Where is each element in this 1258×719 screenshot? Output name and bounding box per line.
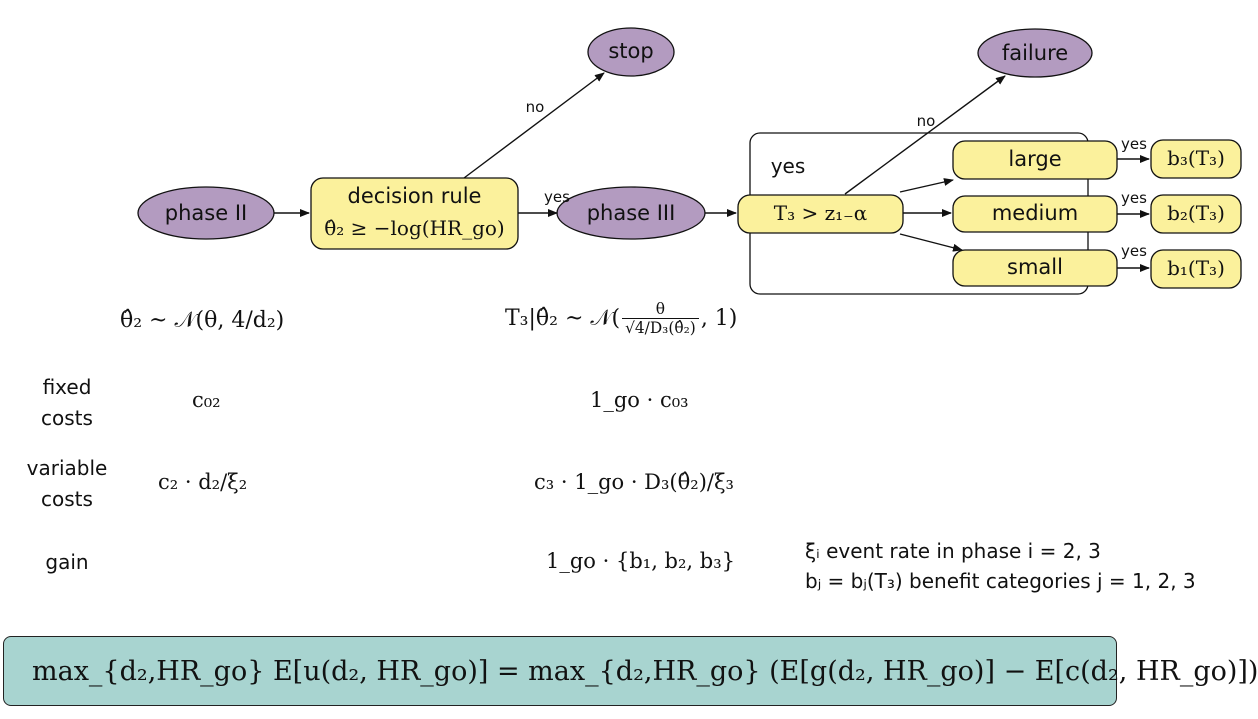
small-label: small [1007, 255, 1063, 279]
edge-label-no-failure: no [916, 112, 936, 130]
b2-label: b₂(T₃) [1167, 201, 1225, 225]
b3-node [1150, 139, 1242, 179]
note-event-rate: ξᵢ event rate in phase i = 2, 3 [805, 539, 1101, 563]
phase3-distribution: T₃|θ̂₂ ~ 𝒩( θ √4/D₃(θ̂₂) , 1) [505, 300, 737, 337]
edge-label-yes-box: yes [770, 154, 806, 178]
phase3-dist-num: θ [622, 300, 699, 319]
variable-costs-phase3: c₃ · 1_go · D₃(θ̂₂)/ξ₃ [534, 470, 734, 494]
large-label: large [1008, 147, 1062, 171]
edge-test-small [899, 233, 963, 252]
variable-costs-phase2: c₂ · d₂/ξ₂ [158, 470, 248, 494]
stop-label: stop [608, 39, 654, 63]
phase2-label: phase II [164, 201, 248, 225]
edge-label-yes-phase3: yes [544, 188, 570, 206]
decision-rule-line1: decision rule [347, 184, 482, 208]
note-benefit-categories: bⱼ = bⱼ(T₃) benefit categories j = 1, 2,… [805, 569, 1196, 593]
phase3-dist-den: √4/D₃(θ̂₂) [625, 319, 696, 337]
failure-label: failure [1001, 41, 1069, 65]
row-label-gain: gain [45, 550, 89, 574]
phase3-label: phase III [586, 201, 676, 225]
edge-test-failure [844, 75, 1006, 195]
phase3-dist-fraction: θ √4/D₃(θ̂₂) [622, 300, 699, 337]
decision-rule-line2: θ̂₂ ≥ −log(HR_go) [324, 216, 505, 240]
large-node [952, 140, 1118, 180]
edge-label-no-stop: no [525, 98, 545, 116]
edge-label-yes-large: yes [1121, 135, 1147, 153]
b2-node [1150, 194, 1242, 234]
edge-decision-stop [463, 72, 605, 179]
row-label-fixed-costs: fixed costs [41, 375, 93, 430]
medium-label: medium [991, 201, 1079, 225]
objective-formula-box: max_{d₂,HR_go} E[u(d₂, HR_go)] = max_{d₂… [3, 636, 1258, 706]
fixed-costs-phase2: c₀₂ [192, 388, 221, 412]
b1-label: b₁(T₃) [1167, 256, 1225, 280]
phase2-distribution: θ̂₂ ~ 𝒩(θ, 4/d₂) [120, 308, 285, 333]
objective-formula: max_{d₂,HR_go} E[u(d₂, HR_go)] = max_{d₂… [32, 655, 1258, 687]
phase3-dist-rhs: , 1) [700, 306, 738, 331]
gain-phase3: 1_go · {b₁, b₂, b₃} [546, 549, 735, 573]
edge-label-yes-medium: yes [1121, 189, 1147, 207]
stop-node [587, 27, 675, 77]
fixed-costs-phase3: 1_go · c₀₃ [590, 388, 689, 412]
row-label-variable-costs: variable costs [26, 456, 108, 511]
test-node [737, 194, 904, 234]
test-label: T₃ > z₁₋α [773, 201, 868, 225]
edge-label-yes-small: yes [1121, 242, 1147, 260]
b3-label: b₃(T₃) [1167, 146, 1225, 170]
phase3-dist-lhs: T₃|θ̂₂ ~ 𝒩( [505, 306, 621, 331]
edge-test-large [899, 178, 954, 193]
failure-node [977, 28, 1093, 78]
b1-node [1150, 249, 1242, 289]
